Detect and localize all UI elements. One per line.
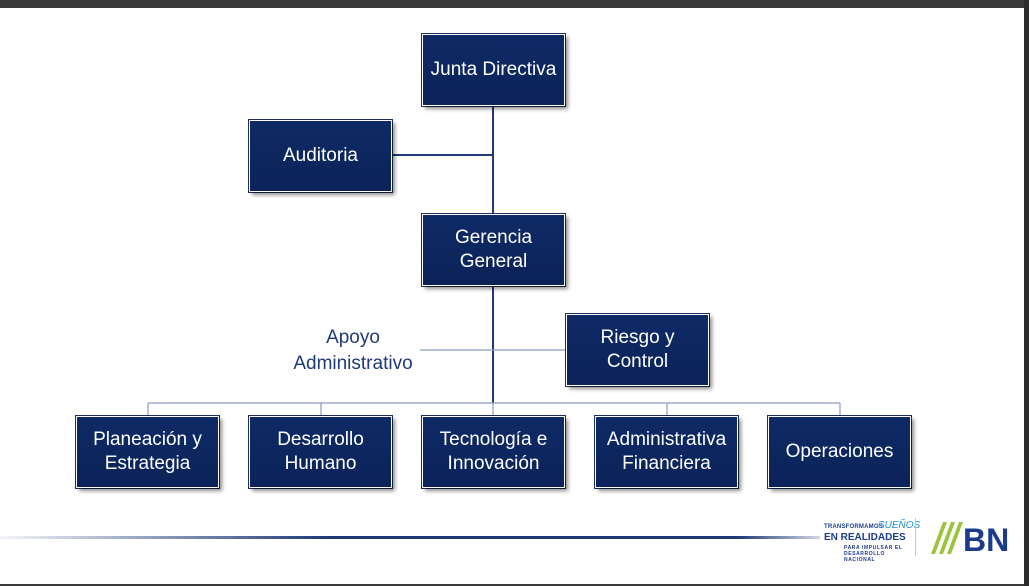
node-riesgo-control: Riesgo y Control [566,314,709,386]
connector-lines [147,105,841,416]
tagline-line3: PARA IMPULSAR EL DESARROLLO NACIONAL [844,545,903,563]
node-administrativa-financiera: Administrativa Financiera [595,416,738,488]
node-desarrollo-humano: Desarrollo Humano [249,416,392,488]
window-right-edge [1024,0,1029,586]
node-operaciones: Operaciones [768,416,911,488]
slide: Junta Directiva Auditoria Gerencia Gener… [0,8,1024,584]
node-planeacion-estrategia: Planeación y Estrategia [76,416,219,488]
tagline-line2: EN REALIDADES [824,532,906,543]
tagline-accent: SUEÑOS [878,520,921,531]
bn-logo-stripe-3 [947,522,963,554]
brand-tagline: TRANSFORMAMOS SUEÑOS EN REALIDADES PARA … [820,520,920,563]
node-junta-directiva: Junta Directiva [422,34,565,106]
bn-logo-stripe-2 [939,522,955,554]
node-auditoria: Auditoria [249,120,392,192]
bn-logo: BN [931,522,1009,558]
footer-divider-line [0,536,820,539]
bn-logo-stripe-1 [931,522,947,554]
tagline-line1: TRANSFORMAMOS [824,524,883,530]
node-tecnologia-innovacion: Tecnología e Innovación [422,416,565,488]
node-gerencia-general: Gerencia General [422,214,565,286]
node-apoyo-administrativo: Apoyo Administrativo [293,327,413,374]
bn-logo-text: BN [963,522,1009,558]
brand-divider [915,518,916,556]
